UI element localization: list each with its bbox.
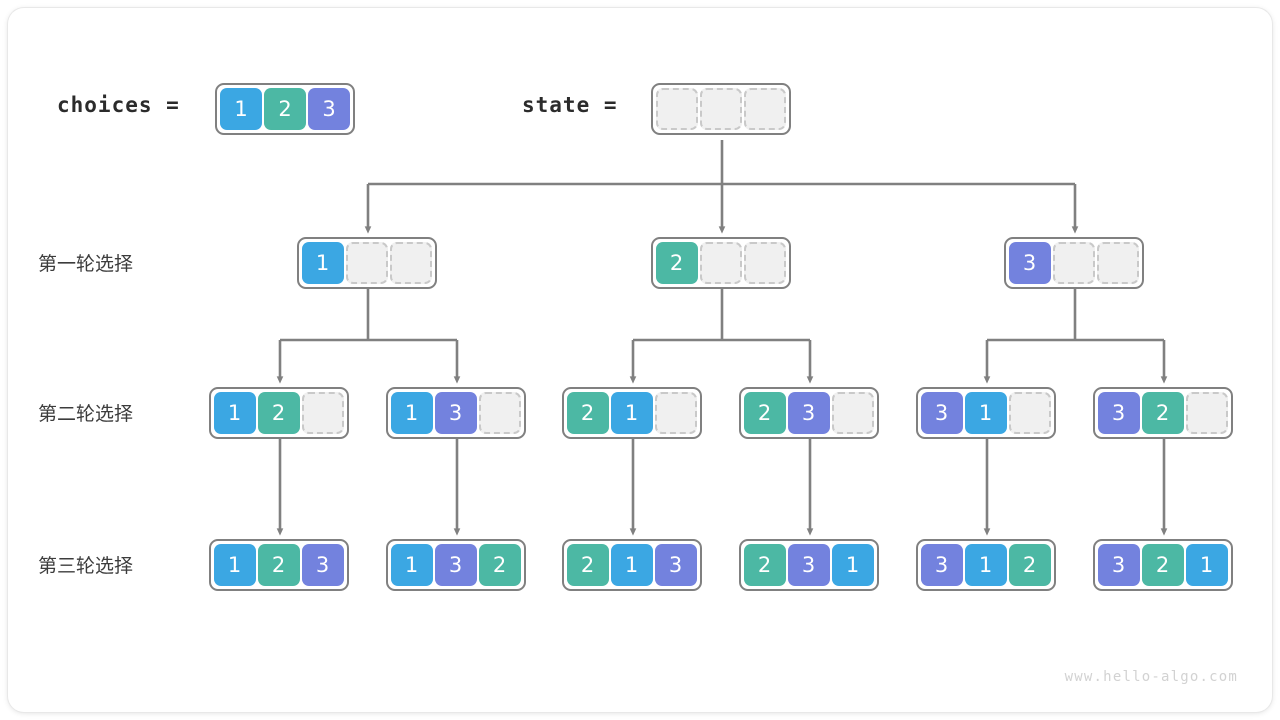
state-cell-empty (744, 88, 786, 130)
node-cell-filled: 3 (1097, 544, 1140, 586)
node-cell-empty (389, 242, 432, 284)
node-cell-empty (1185, 392, 1228, 434)
node-cell-empty (345, 242, 388, 284)
node-cell-filled: 2 (743, 544, 786, 586)
state-label: state = (522, 93, 618, 117)
node-cell-filled: 1 (610, 392, 653, 434)
node-cell-empty (1096, 242, 1139, 284)
node-cell-filled: 2 (1141, 544, 1184, 586)
node-cell-filled: 1 (831, 544, 874, 586)
state-array (651, 83, 791, 135)
node-cell-filled: 3 (787, 392, 830, 434)
node-cell-empty (1052, 242, 1095, 284)
row-label-round-1: 第一轮选择 (38, 253, 134, 275)
node-cell-empty (831, 392, 874, 434)
node-cell-filled: 1 (1185, 544, 1228, 586)
node-cell-filled: 3 (301, 544, 344, 586)
state-node-row1-3: 3 (1003, 237, 1144, 289)
node-cell-filled: 3 (1097, 392, 1140, 434)
node-cell-filled: 2 (655, 242, 698, 284)
node-cell-empty (301, 392, 344, 434)
node-cell-empty (1008, 392, 1051, 434)
choices-cell-filled: 2 (264, 88, 306, 130)
node-cell-empty (654, 392, 697, 434)
node-cell-filled: 2 (257, 544, 300, 586)
node-cell-filled: 3 (920, 392, 963, 434)
node-cell-filled: 3 (434, 544, 477, 586)
node-cell-filled: 3 (787, 544, 830, 586)
node-cell-filled: 2 (1141, 392, 1184, 434)
state-cell-empty (700, 88, 742, 130)
node-cell-filled: 2 (478, 544, 521, 586)
watermark: www.hello-algo.com (1064, 669, 1238, 685)
choices-label: choices = (57, 93, 180, 117)
row-label-round-2: 第二轮选择 (38, 403, 134, 425)
node-cell-filled: 2 (566, 544, 609, 586)
node-cell-filled: 1 (390, 544, 433, 586)
node-cell-filled: 1 (390, 392, 433, 434)
node-cell-filled: 1 (610, 544, 653, 586)
node-cell-filled: 3 (434, 392, 477, 434)
node-cell-filled: 1 (964, 544, 1007, 586)
node-cell-empty (478, 392, 521, 434)
node-cell-filled: 3 (920, 544, 963, 586)
row-label-round-3: 第三轮选择 (38, 555, 134, 577)
node-cell-filled: 2 (1008, 544, 1051, 586)
state-node-row1-2: 2 (650, 237, 791, 289)
choices-cell-filled: 1 (220, 88, 262, 130)
diagram-card (8, 8, 1272, 712)
state-node-row1-1: 1 (296, 237, 437, 289)
node-cell-filled: 2 (566, 392, 609, 434)
node-cell-filled: 1 (964, 392, 1007, 434)
node-cell-empty (699, 242, 742, 284)
node-cell-filled: 1 (213, 392, 256, 434)
node-cell-filled: 3 (1008, 242, 1051, 284)
node-cell-filled: 3 (654, 544, 697, 586)
node-cell-filled: 2 (257, 392, 300, 434)
node-cell-filled: 1 (301, 242, 344, 284)
node-cell-filled: 1 (213, 544, 256, 586)
node-cell-filled: 2 (743, 392, 786, 434)
state-cell-empty (656, 88, 698, 130)
choices-cell-filled: 3 (308, 88, 350, 130)
node-cell-empty (743, 242, 786, 284)
